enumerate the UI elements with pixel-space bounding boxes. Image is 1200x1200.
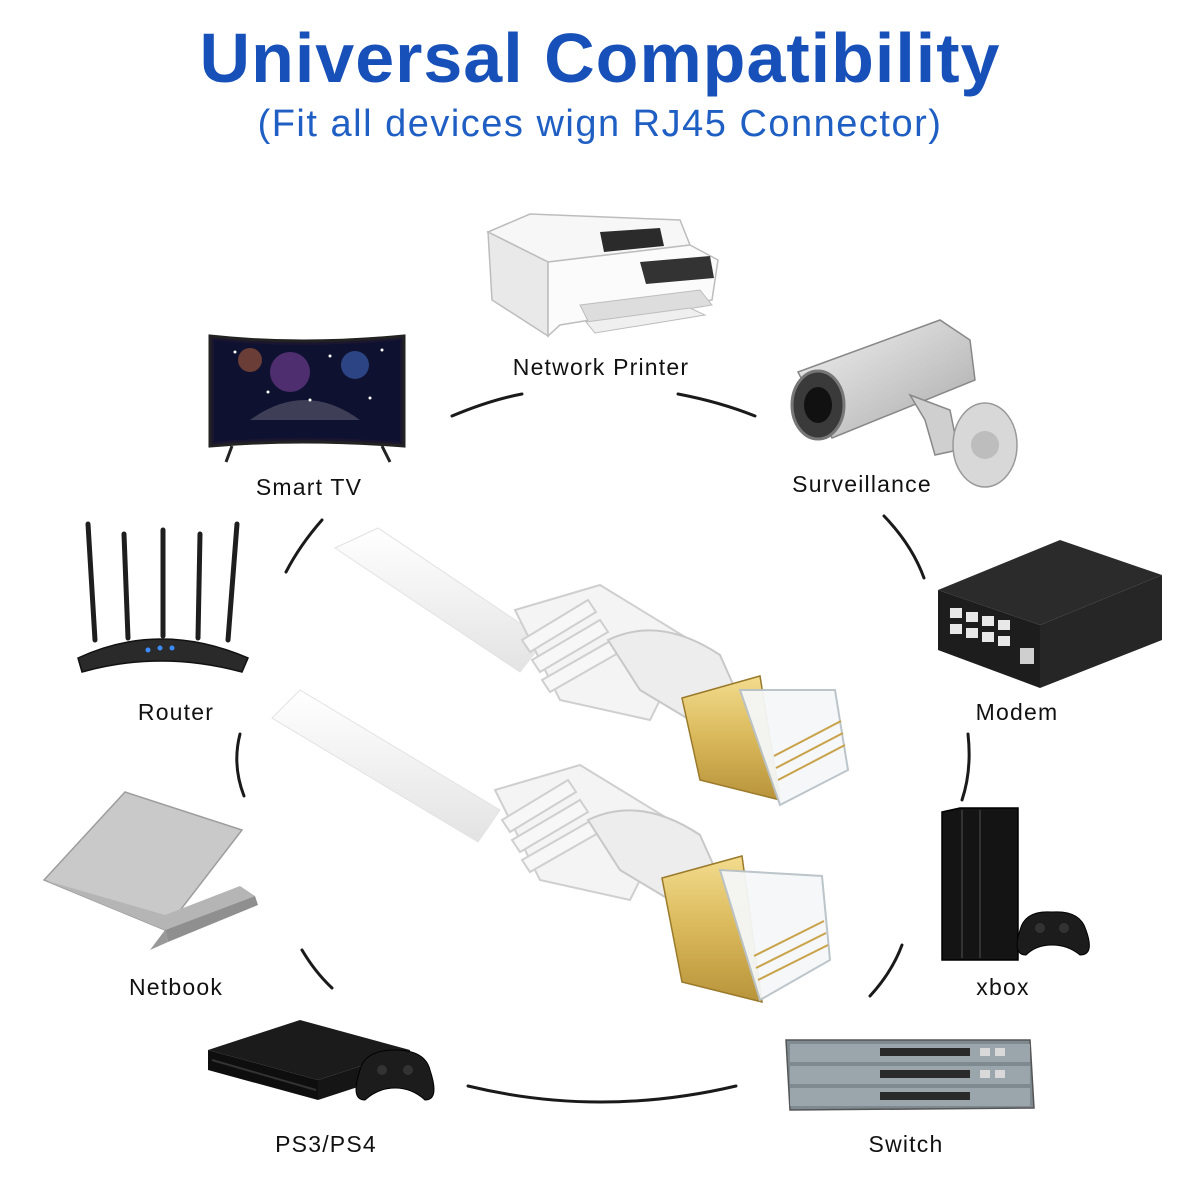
arc [676,392,757,418]
page-subtitle: (Fit all devices wign RJ45 Connector) [257,103,943,145]
switch-icon [785,1039,1035,1111]
ethernet-cable-lower [271,689,832,1003]
label-surveillance: Surveillance [792,471,932,497]
label-netbook: Netbook [128,974,224,1000]
label-switch: Switch [868,1131,944,1157]
console-icon [941,807,1090,961]
arc-connectors [235,392,971,1104]
label-xbox: xbox [976,974,1030,1000]
printer-icon [486,213,719,338]
arc [868,943,904,998]
arc [882,514,926,580]
ethernet-cable-upper [333,527,850,807]
camera-icon [790,319,1018,488]
arc [300,948,334,990]
laptop-icon [42,791,258,950]
console-icon [208,1020,435,1101]
arc [284,518,324,574]
label-modem: Modem [975,699,1059,725]
modem-icon [938,540,1162,688]
page-title: Universal Compatibility [199,19,1001,97]
label-network-printer: Network Printer [512,354,690,380]
arc [466,1084,738,1104]
arc [960,732,971,802]
label-ps3-ps4: PS3/PS4 [275,1131,377,1157]
arc [235,732,246,798]
router-icon [77,521,249,673]
tv-icon [208,334,406,463]
label-smart-tv: Smart TV [255,474,363,500]
arc [450,392,524,418]
label-router: Router [137,699,215,725]
